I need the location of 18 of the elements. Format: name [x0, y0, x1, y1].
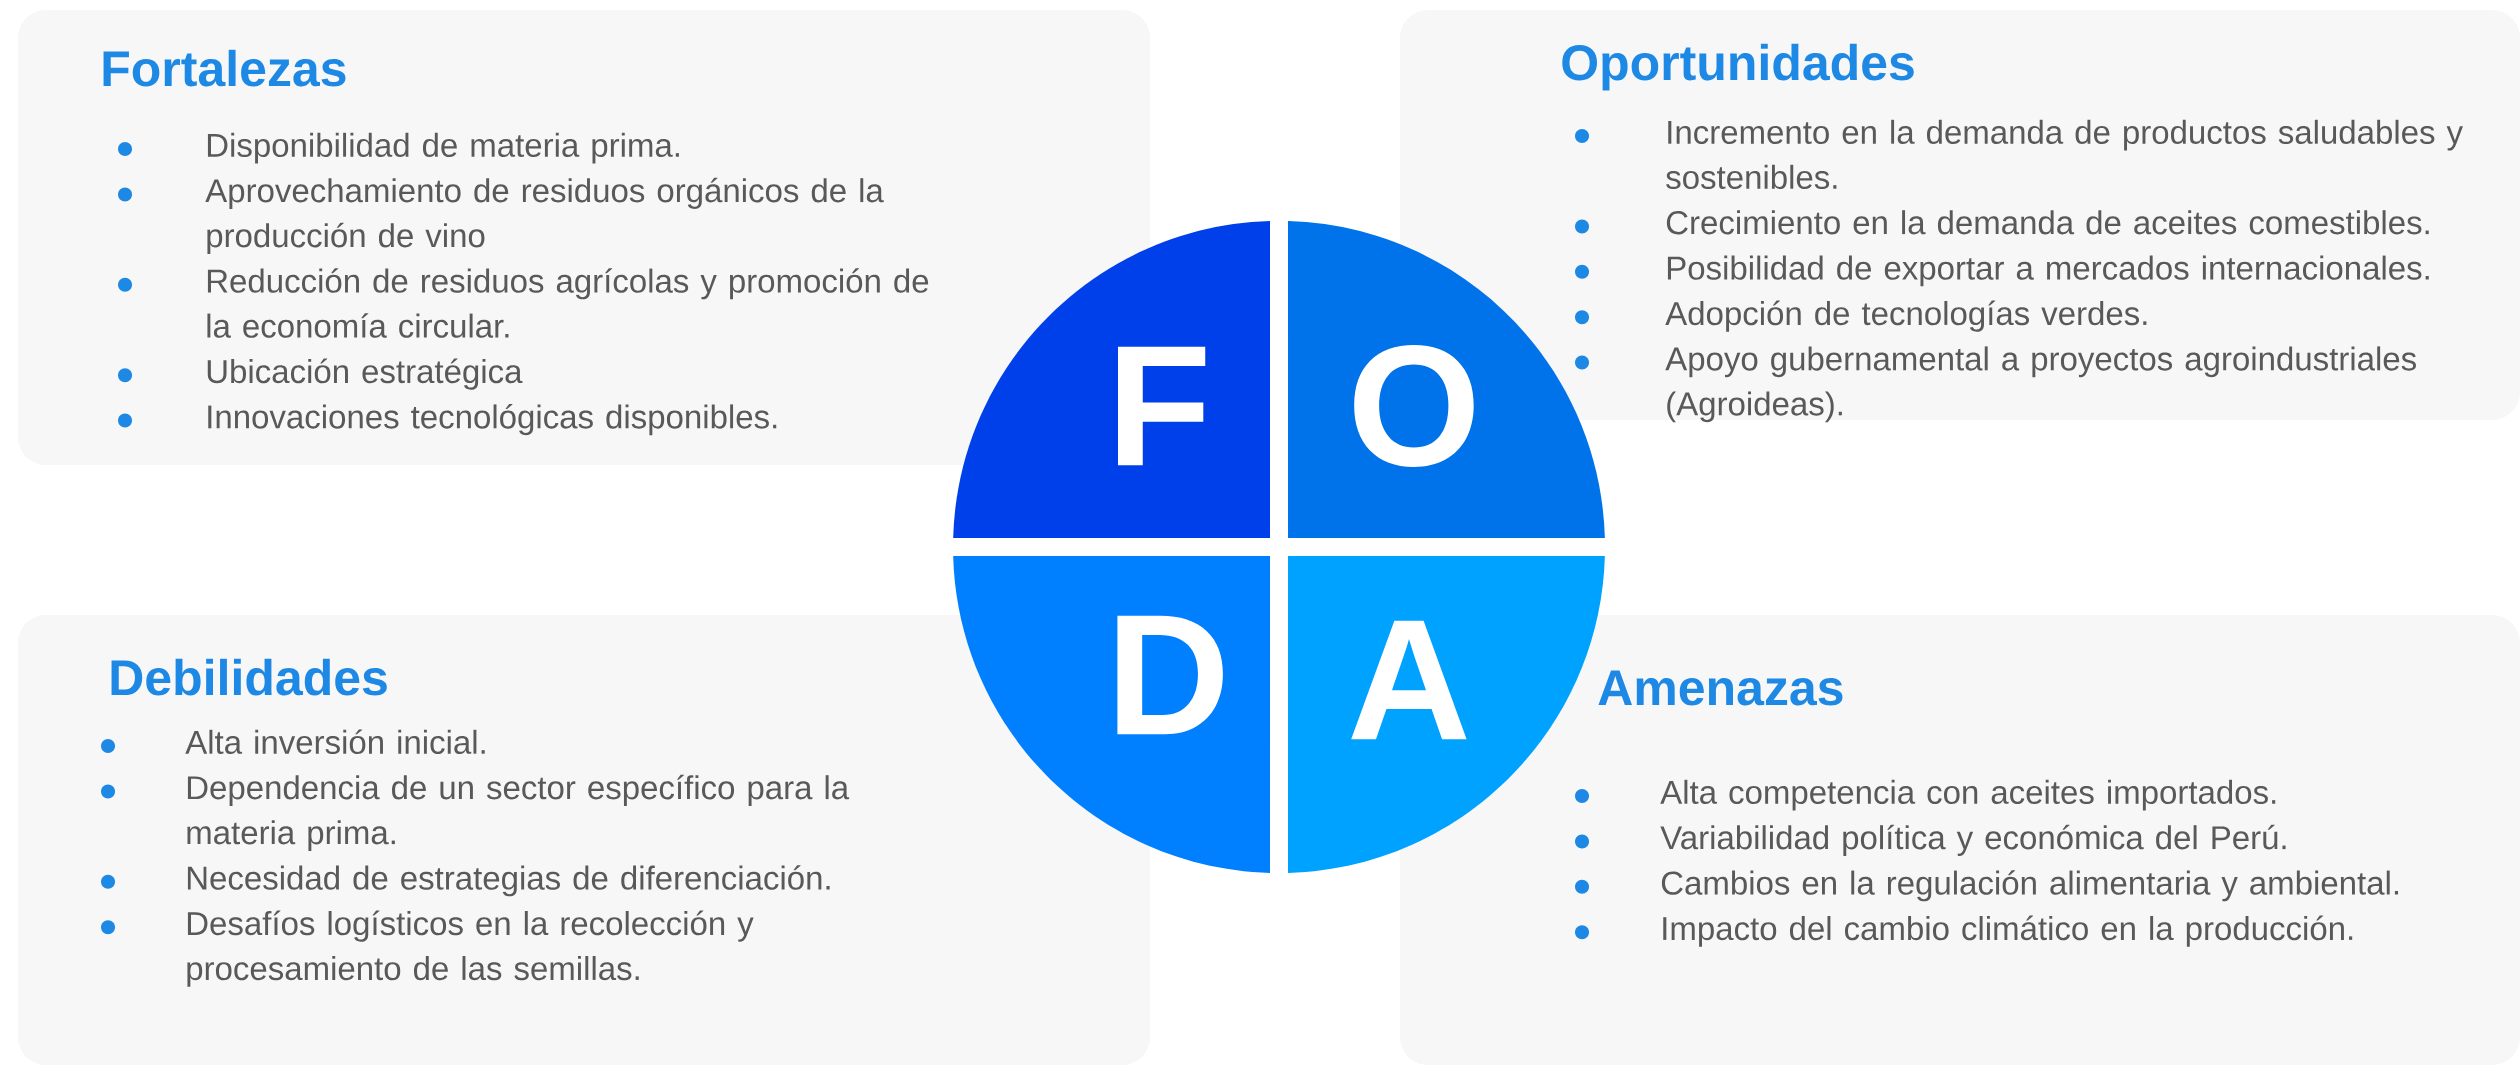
bullet-item: Reducción de residuos agrícolas y promoción de la economía circular. [118, 268, 929, 338]
card-heading: Debilidades [111, 658, 387, 696]
bullet-item: Impacto del cambio climático en la producción. [1575, 915, 2353, 947]
bullet-item: Incremento en la demanda de productos saludables y sostenibles. [1575, 119, 2463, 190]
quadrant: F [953, 221, 1270, 538]
bullet-item: Disponibilidad de materia prima. [118, 132, 679, 164]
quadrant: O [1288, 221, 1605, 538]
bullet-item: Alta inversión inicial. [101, 729, 485, 755]
bullet-item: Innovaciones tecnológicas disponibles. [118, 404, 777, 436]
bullet-item: Necesidad de estrategias de diferenciación. [101, 865, 830, 897]
quadrant: D [953, 556, 1270, 873]
bullet-item: Ubicación estratégica [118, 358, 523, 390]
bullet-item: Desafíos logísticos en la recolección y procesamiento de las semillas. [101, 910, 754, 987]
bullet-item: Cambios en la regulación alimentaria y ambiental. [1575, 870, 2399, 902]
card-heading: Fortalezas [103, 49, 346, 87]
bullet-item: Aprovechamiento de residuos orgánicos de la producción de vino [118, 177, 884, 254]
card-heading: Oportunidades [1562, 43, 1914, 91]
bullet-item: Dependencia de un sector específico para la materia prima. [101, 774, 850, 851]
